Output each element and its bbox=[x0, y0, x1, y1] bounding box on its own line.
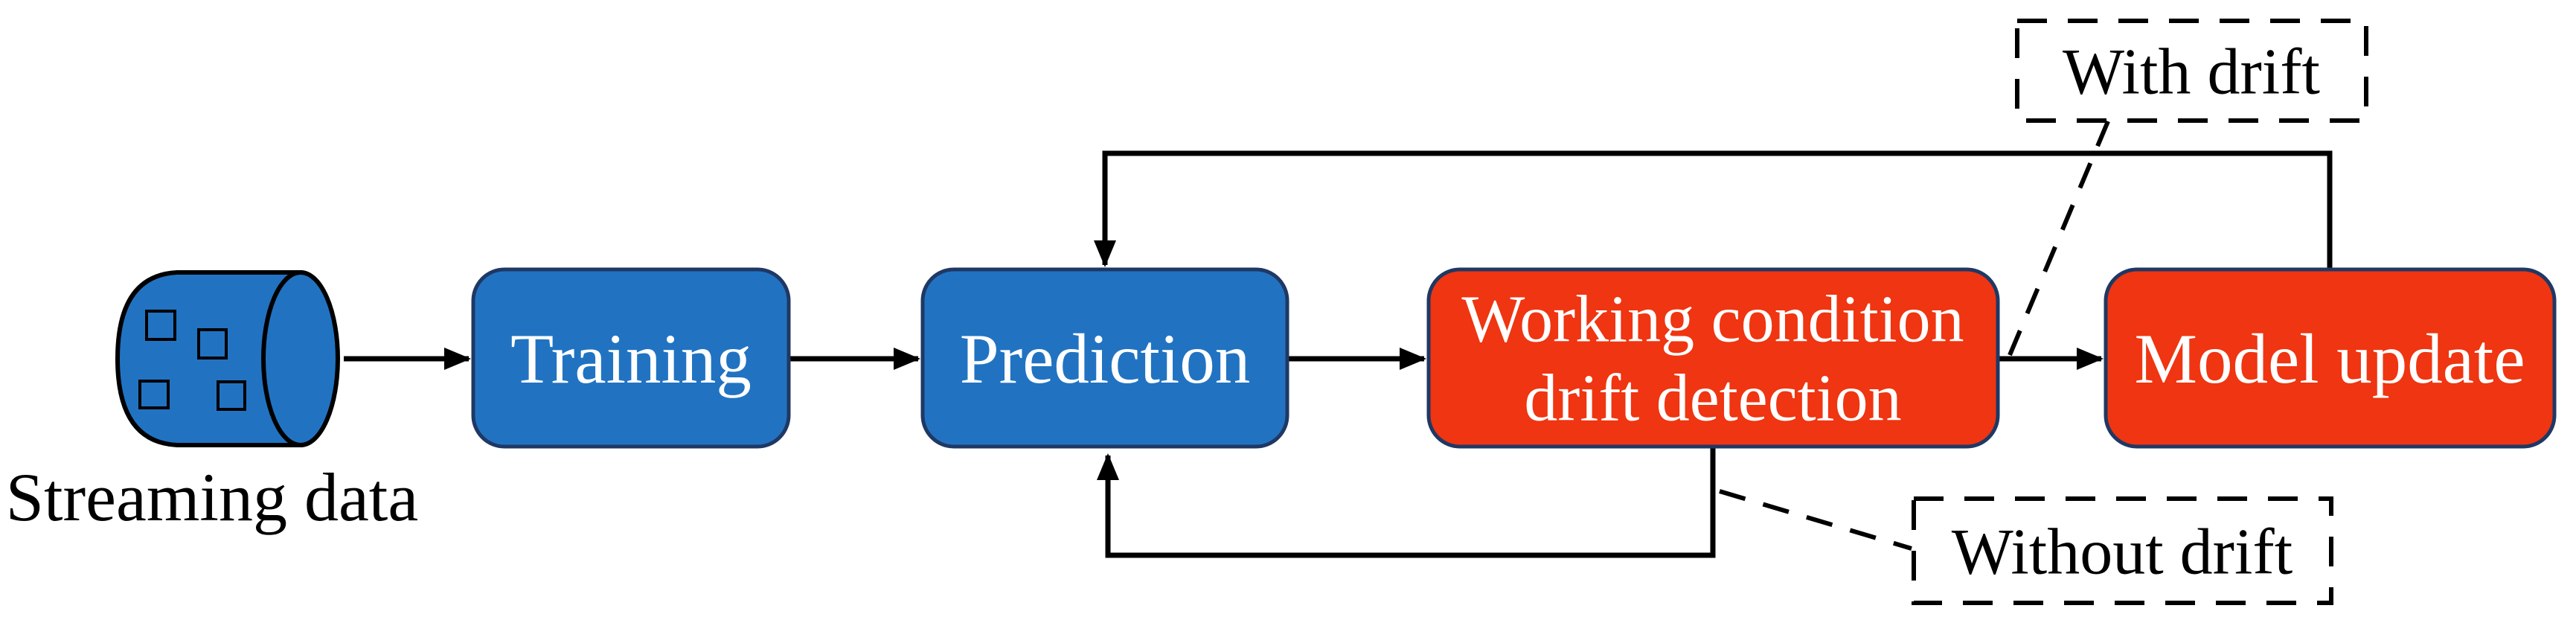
prediction-node-label: Prediction bbox=[960, 319, 1250, 398]
with-drift-annotation-label: With drift bbox=[2063, 36, 2320, 109]
data-square-1 bbox=[145, 310, 176, 341]
streaming-data-label: Streaming data bbox=[6, 459, 418, 535]
callout-line-without-drift bbox=[1719, 489, 1912, 551]
cylinder-cap bbox=[261, 270, 340, 447]
model-update-node-label: Model update bbox=[2134, 319, 2525, 398]
model-update-node-box bbox=[2104, 267, 2557, 449]
data-square-2 bbox=[197, 328, 228, 359]
drift-detection-node-label-line2: drift detection bbox=[1524, 362, 1901, 435]
without-drift-annotation-box bbox=[1912, 496, 2333, 605]
edge-model-update-feedback-to-prediction bbox=[1094, 150, 2333, 269]
database-cylinder-icon bbox=[115, 270, 340, 447]
drift-detection-node-box bbox=[1426, 267, 2000, 449]
data-square-3 bbox=[138, 380, 170, 409]
callout-line-with-drift bbox=[2008, 120, 2110, 357]
drift-detection-node-label-line1: Working condition bbox=[1461, 283, 1964, 357]
training-node-label: Training bbox=[510, 319, 752, 398]
without-drift-annotation-label: Without drift bbox=[1952, 517, 2293, 589]
with-drift-annotation-box bbox=[2015, 19, 2368, 123]
training-node-box bbox=[471, 267, 791, 449]
data-square-4 bbox=[217, 380, 246, 411]
edge-no-drift-feedback-to-prediction bbox=[1097, 447, 1716, 558]
prediction-node-box bbox=[920, 267, 1289, 449]
